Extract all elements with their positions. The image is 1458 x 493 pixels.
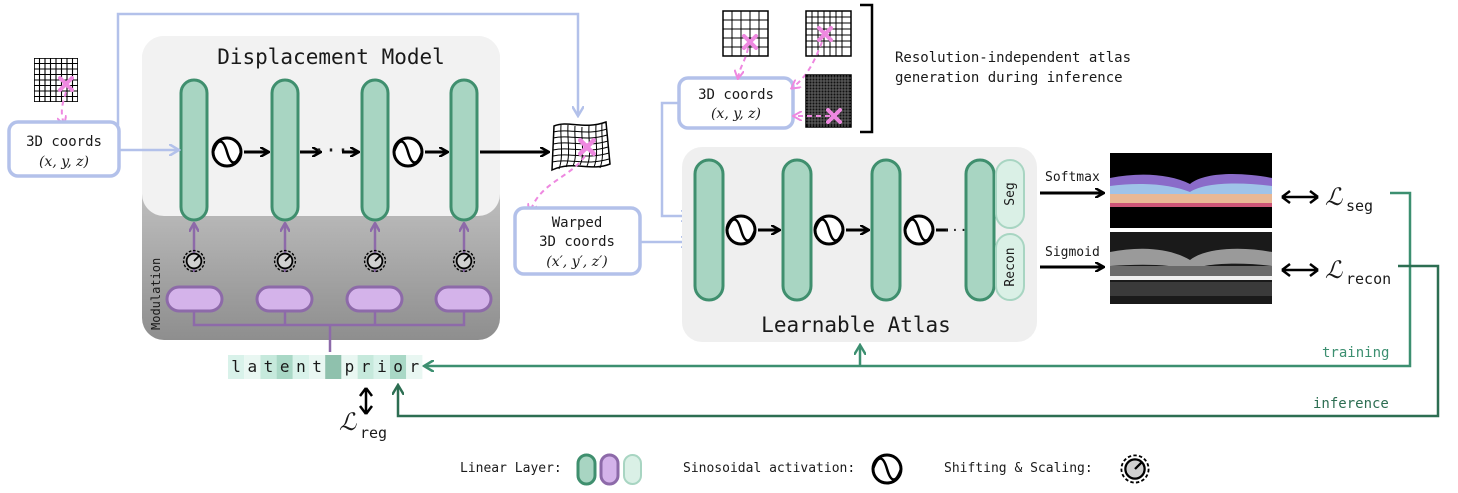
displacement-model-panel: Displacement Model Modulation ··· — [142, 36, 548, 352]
recon-loss-symbol: ℒ — [1325, 256, 1343, 284]
latent-prior-cell — [292, 355, 309, 379]
resolution-note-line-1: Resolution-independent atlas — [895, 50, 1131, 66]
latent-prior-cell — [357, 355, 374, 379]
sigmoid-label: Sigmoid — [1045, 245, 1100, 260]
reg-loss-arrow — [359, 387, 373, 415]
latent-prior-letter: a — [247, 357, 257, 376]
legend-linear-green — [576, 453, 597, 486]
latent-prior-letter: o — [393, 357, 403, 376]
latent-prior-cell — [260, 355, 277, 379]
latent-prior-letter: p — [345, 357, 355, 376]
warped-coords-label-1: Warped — [552, 215, 603, 231]
sinusoidal-activation-icon — [725, 214, 757, 246]
reg-loss-symbol: ℒ — [339, 408, 357, 436]
latent-prior-cell — [373, 355, 390, 379]
training-arrow — [425, 191, 1412, 366]
atlas-coords-label: 3D coords — [698, 87, 774, 103]
latent-prior-cell — [244, 355, 261, 379]
displacement-linear-layer-3 — [360, 78, 390, 222]
layer-ellipsis: ··· — [313, 138, 349, 162]
latent-prior-letter: r — [409, 357, 419, 376]
training-label: training — [1322, 345, 1389, 361]
atlas-linear-layer-1 — [693, 158, 725, 302]
warped-grid-icon — [551, 120, 611, 172]
sinusoidal-activation-icon — [392, 136, 424, 168]
modulation-layer-3 — [345, 285, 404, 313]
recon-loss-subscript: recon — [1346, 270, 1391, 288]
softmax-label: Softmax — [1045, 170, 1100, 185]
sinusoidal-activation-icon — [211, 136, 243, 168]
legend-linear-label: Linear Layer: — [460, 461, 562, 476]
medium-grid-icon — [805, 10, 852, 57]
modulation-layer-1 — [165, 285, 224, 313]
legend-sinusoidal-icon — [871, 453, 903, 485]
legend-shift-scale-label: Shifting & Scaling: — [944, 461, 1093, 476]
legend-sinusoidal-label: Sinosoidal activation: — [683, 461, 855, 476]
modulation-label: Modulation — [149, 258, 163, 330]
warped-coords-label-2: 3D coords — [539, 234, 615, 250]
seg-loss-subscript: seg — [1346, 197, 1373, 215]
input-coords-vars: (x, y, z) — [39, 154, 89, 170]
legend-linear-light — [623, 454, 642, 485]
inference-arrow — [398, 264, 1440, 418]
seg-head — [995, 159, 1025, 229]
legend-linear-purple — [599, 453, 620, 486]
atlas-linear-layer-4 — [964, 158, 996, 302]
sinusoidal-activation-icon — [903, 214, 935, 246]
atlas-linear-layer-3 — [870, 158, 902, 302]
recon-head-label: Recon — [1003, 247, 1018, 286]
displacement-linear-layer-2 — [270, 78, 300, 222]
latent-prior-letter: t — [312, 357, 322, 376]
latent-prior-letter: r — [361, 357, 371, 376]
legend: Linear Layer: Sinosoidal activation: Shi… — [460, 453, 1150, 486]
latent-prior-letter: l — [231, 357, 241, 376]
latent-prior-cell — [276, 355, 293, 379]
latent-prior-cell — [390, 355, 407, 379]
legend-shift-scale-icon — [1120, 454, 1150, 484]
sinusoidal-activation-icon — [813, 214, 845, 246]
inference-label: inference — [1313, 396, 1389, 412]
input-coords-box — [7, 120, 121, 178]
reconstruction-output-image — [1110, 232, 1272, 304]
latent-prior-cell — [325, 355, 342, 379]
latent-prior-letter: i — [377, 357, 387, 376]
fine-grid-icon — [805, 74, 852, 128]
warped-coords-box — [513, 206, 642, 276]
seg-head-label: Seg — [1003, 182, 1018, 205]
input-coords-label: 3D coords — [26, 134, 102, 150]
atlas-coords-vars: (x, y, z) — [711, 106, 761, 122]
latent-prior-cell — [406, 355, 423, 379]
latent-prior-cell — [228, 355, 245, 379]
recon-head — [995, 233, 1025, 301]
displacement-linear-layer-4 — [449, 78, 479, 222]
atlas-layer-ellipsis: ··· — [942, 223, 967, 239]
warped-coords-vars: (x′, y′, z′) — [546, 254, 607, 270]
learnable-atlas-panel: Learnable Atlas Seg Recon ··· — [682, 147, 1037, 342]
resolution-bracket — [860, 3, 874, 134]
displacement-linear-layer-1 — [179, 78, 209, 222]
segmentation-output-image — [1110, 153, 1272, 228]
recon-loss-arrow — [1281, 263, 1319, 277]
latent-prior-letter: e — [280, 357, 290, 376]
modulation-layer-4 — [434, 285, 493, 313]
displacement-model-title: Displacement Model — [217, 45, 445, 69]
reg-loss-subscript: reg — [360, 424, 387, 442]
seg-loss-arrow — [1281, 190, 1319, 204]
latent-prior-letter: n — [296, 357, 306, 376]
modulation-layer-2 — [255, 285, 314, 313]
latent-prior-cell — [309, 355, 326, 379]
learnable-atlas-title: Learnable Atlas — [761, 313, 951, 337]
latent-prior-letter: t — [264, 357, 274, 376]
resolution-note-line-2: generation during inference — [895, 70, 1123, 86]
seg-loss-symbol: ℒ — [1325, 183, 1343, 211]
latent-prior-cell — [341, 355, 358, 379]
atlas-linear-layer-2 — [781, 158, 813, 302]
